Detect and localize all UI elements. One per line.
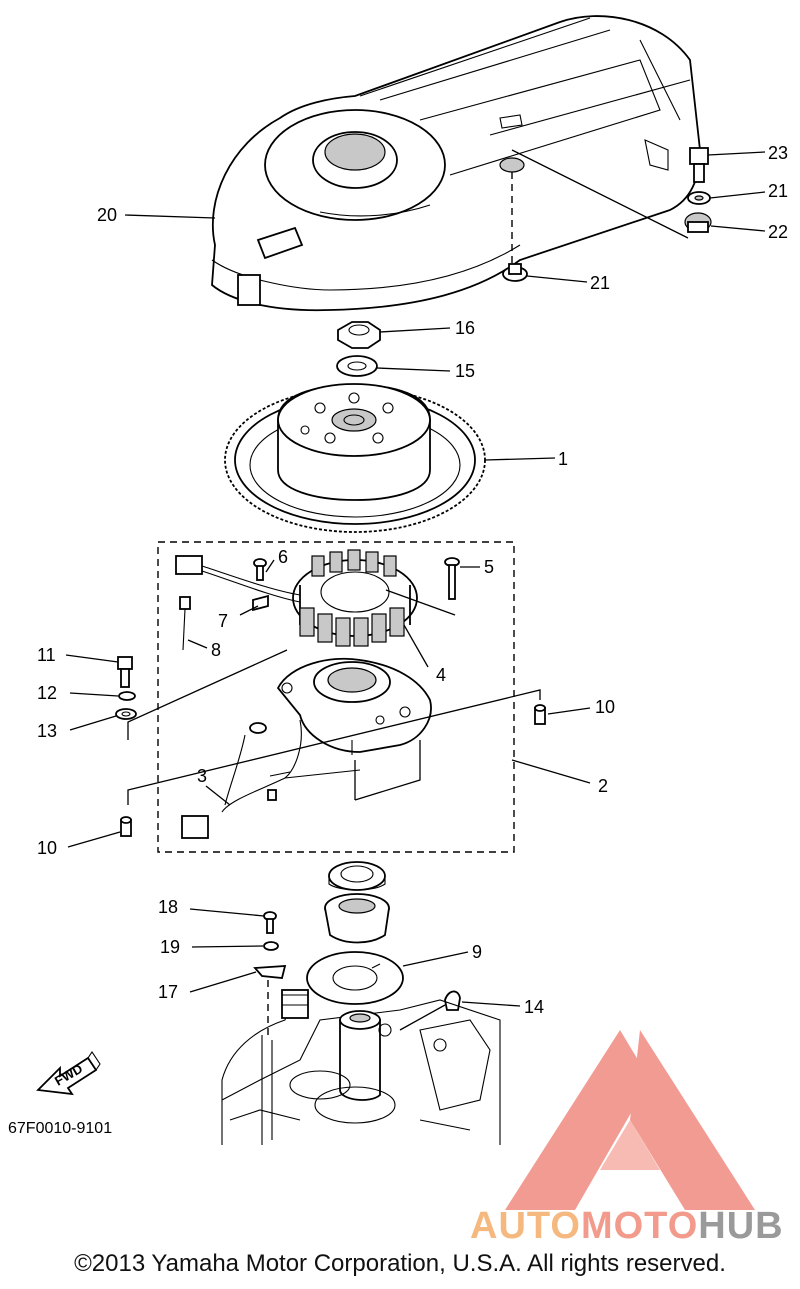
base-assembly-frame bbox=[157, 541, 515, 853]
cover-collar-21-top bbox=[687, 191, 711, 205]
callout-23: 23 bbox=[768, 143, 788, 163]
bolt-5 bbox=[444, 557, 460, 600]
washer-12 bbox=[118, 691, 136, 701]
leader-lines bbox=[65, 151, 766, 1007]
callout-19: 19 bbox=[160, 937, 180, 957]
watermark-moto: MOTO bbox=[580, 1205, 699, 1247]
screw-6 bbox=[253, 558, 267, 581]
alignment-line-pin bbox=[127, 689, 541, 805]
washer-15 bbox=[336, 355, 378, 377]
woodruff-key-14 bbox=[444, 990, 461, 1011]
callout-21-bottom: 21 bbox=[590, 273, 610, 293]
callout-17: 17 bbox=[158, 982, 178, 1002]
callout-12: 12 bbox=[37, 683, 57, 703]
callout-8: 8 bbox=[211, 640, 221, 660]
copyright-notice: ©2013 Yamaha Motor Corporation, U.S.A. A… bbox=[74, 1250, 726, 1277]
bolt-11 bbox=[117, 656, 133, 688]
callout-20: 20 bbox=[97, 205, 117, 225]
watermark-hub: HUB bbox=[698, 1205, 784, 1247]
alignment-line-center bbox=[354, 740, 421, 801]
dowel-pin-10-right bbox=[534, 704, 546, 725]
watermark-auto: AUTO bbox=[470, 1205, 581, 1247]
callout-7: 7 bbox=[218, 611, 228, 631]
screw-18 bbox=[263, 911, 277, 934]
stator-coil-4 bbox=[292, 549, 418, 647]
stator-base bbox=[276, 657, 432, 755]
watermark-logo-mark bbox=[505, 1030, 755, 1210]
flywheel-cover bbox=[211, 15, 701, 312]
cover-grommet-22 bbox=[684, 212, 712, 233]
callout-21-top: 21 bbox=[768, 181, 788, 201]
callout-10-right: 10 bbox=[595, 697, 615, 717]
clamp-17 bbox=[253, 965, 287, 979]
callout-2: 2 bbox=[598, 776, 608, 796]
flywheel-nut-16 bbox=[337, 321, 381, 349]
coil-lead-wire bbox=[175, 555, 301, 603]
leader-key bbox=[399, 1004, 446, 1031]
callout-13: 13 bbox=[37, 721, 57, 741]
callout-10-left: 10 bbox=[37, 838, 57, 858]
dowel-pin-10-left bbox=[120, 816, 132, 837]
wire-harness-3 bbox=[181, 719, 361, 839]
tie-strap-8 bbox=[179, 596, 191, 651]
washer-19 bbox=[263, 941, 279, 951]
callout-3: 3 bbox=[197, 766, 207, 786]
cover-collar-21-bottom bbox=[502, 263, 528, 282]
lower-ring-nut bbox=[328, 861, 386, 891]
plate-9 bbox=[306, 951, 404, 1005]
cover-bolt-23 bbox=[689, 147, 709, 183]
fwd-arrow: FWD bbox=[36, 1051, 101, 1096]
callout-5: 5 bbox=[484, 557, 494, 577]
callout-1: 1 bbox=[558, 449, 568, 469]
callout-6: 6 bbox=[278, 547, 288, 567]
flywheel-1 bbox=[224, 383, 486, 533]
callout-22: 22 bbox=[768, 222, 788, 242]
watermark-logo-text: AUTOMOTOHUB bbox=[470, 1205, 784, 1248]
washer-13 bbox=[115, 708, 137, 720]
callout-4: 4 bbox=[436, 665, 446, 685]
callout-16: 16 bbox=[455, 318, 475, 338]
alignment-line-left bbox=[127, 649, 288, 740]
callout-9: 9 bbox=[472, 942, 482, 962]
engine-block bbox=[221, 989, 501, 1145]
callout-11: 11 bbox=[37, 645, 56, 665]
callout-18: 18 bbox=[158, 897, 178, 917]
alignment-line-bolt bbox=[385, 589, 456, 616]
callout-14: 14 bbox=[524, 997, 544, 1017]
drive-gear bbox=[324, 893, 390, 944]
leader-cover-grommet bbox=[511, 149, 689, 239]
drawing-code: 67F0010-9101 bbox=[8, 1120, 112, 1137]
callout-15: 15 bbox=[455, 361, 475, 381]
